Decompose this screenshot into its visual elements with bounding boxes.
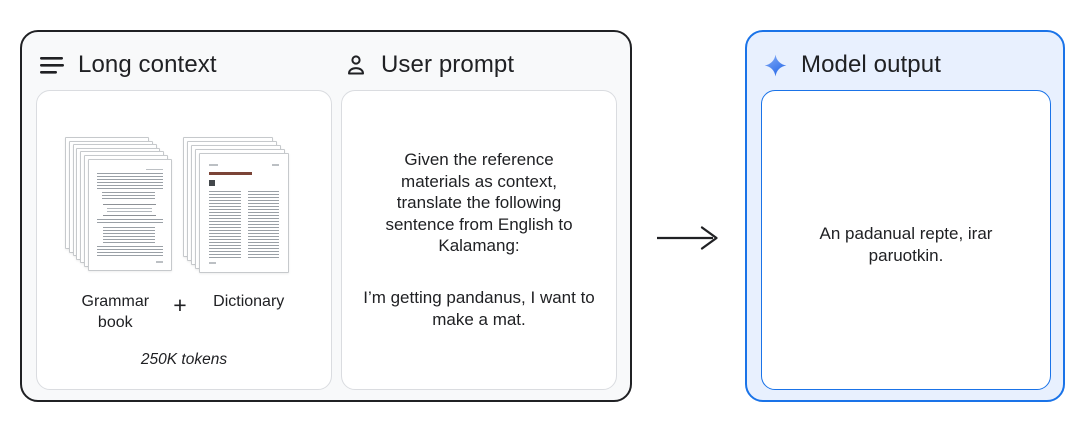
- dictionary-stack: [183, 137, 293, 275]
- grammar-book-stack: [65, 137, 175, 273]
- document-labels-row: Grammar book + Dictionary: [37, 291, 331, 333]
- long-context-title: Long context: [78, 51, 217, 78]
- dictionary-page-front: [199, 153, 289, 273]
- model-output-title: Model output: [801, 51, 941, 78]
- model-output-header: Model output: [763, 48, 941, 82]
- dictionary-label: Dictionary: [213, 293, 285, 310]
- long-context-header: Long context: [40, 48, 217, 82]
- dictionary-page-content: [200, 154, 288, 272]
- plus-sign: +: [173, 292, 187, 318]
- output-panel: Model output An padanual repte, irar par…: [745, 30, 1065, 402]
- prompt-sentence: I’m getting pandanus, I want to make a m…: [363, 288, 595, 329]
- prompt-instruction: Given the reference materials as context…: [385, 150, 573, 255]
- user-prompt-card: Given the reference materials as context…: [341, 90, 617, 390]
- model-output-card: An padanual repte, irar paruotkin.: [761, 90, 1051, 390]
- user-prompt-header: User prompt: [344, 48, 514, 82]
- spark-icon: [764, 54, 787, 76]
- long-context-card: Grammar book + Dictionary 250K tokens: [36, 90, 332, 390]
- grammar-page-content: [89, 160, 171, 270]
- arrow-right-icon: [657, 226, 718, 250]
- short-text-icon: [40, 56, 64, 74]
- grammar-page-front: [87, 158, 172, 271]
- input-panel: Long context User prompt: [20, 30, 632, 402]
- model-output-text: An padanual repte, irar paruotkin.: [819, 224, 993, 265]
- token-count: 250K tokens: [140, 351, 228, 368]
- grammar-book-label: Grammar book: [81, 293, 150, 331]
- person-icon: [348, 55, 364, 75]
- user-prompt-title: User prompt: [381, 51, 515, 78]
